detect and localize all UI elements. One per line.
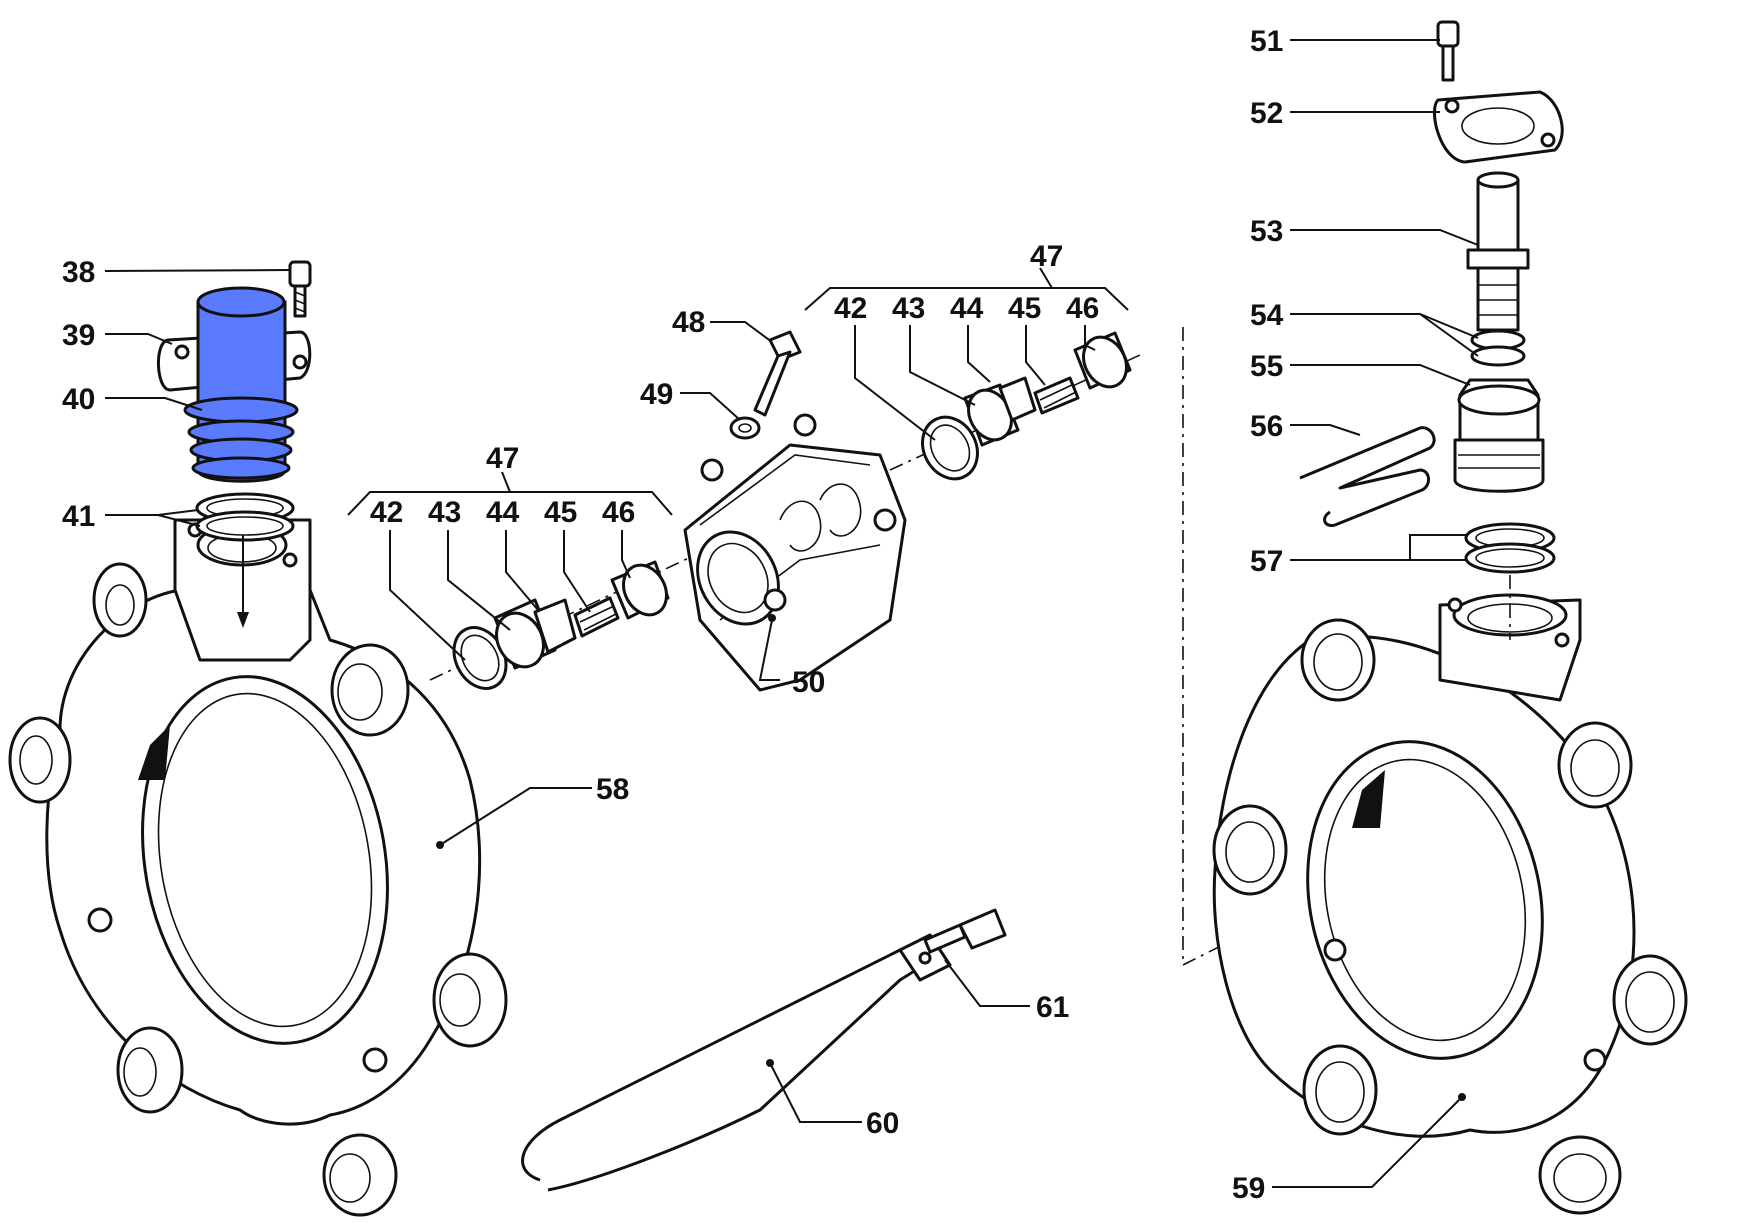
o-rings-54 [1470,329,1526,367]
callout-56: 56 [1250,410,1283,443]
callout-53: 53 [1250,215,1283,248]
callout-61: 61 [1036,991,1069,1024]
callout-47-right: 47 [1030,240,1063,273]
bracket-60 [521,933,952,1192]
callout-49: 49 [640,378,673,411]
callout-41: 41 [62,500,95,533]
housing-58 [8,518,508,1217]
callout-51: 51 [1250,25,1283,58]
o-ring-41 [195,492,295,542]
housing-59 [1212,593,1688,1215]
callout-58: 58 [596,773,629,806]
callout-60: 60 [866,1107,899,1140]
callout-55: 55 [1250,350,1283,383]
callout-43-right: 43 [892,292,925,325]
callout-48: 48 [672,306,705,339]
callout-46-right: 46 [1066,292,1099,325]
clip-56 [1299,426,1436,528]
callout-44-left: 44 [486,496,520,529]
callout-46-left: 46 [602,496,635,529]
callout-59: 59 [1232,1172,1265,1205]
flange-52 [1433,90,1564,164]
callout-45-right: 45 [1008,292,1041,325]
valve-stack-left [452,560,670,690]
callout-50: 50 [792,666,825,699]
leader-lines [104,39,1479,1188]
callout-57: 57 [1250,545,1283,578]
screw-51 [1436,20,1460,82]
callout-38: 38 [62,256,95,289]
valve-stack-right [921,331,1132,481]
washer-49 [729,416,761,440]
callout-54: 54 [1250,299,1284,332]
callout-44-right: 44 [950,292,984,325]
callout-42-left: 42 [370,496,403,529]
o-rings-57 [1464,522,1556,574]
callout-43-left: 43 [428,496,461,529]
screw-48 [753,330,802,417]
callout-52: 52 [1250,97,1283,130]
callout-42-right: 42 [834,292,867,325]
screw-38 [288,260,312,318]
callout-labels: 38 39 40 41 47 42 43 44 45 46 48 49 50 4… [62,25,1284,1205]
adapter-55 [1453,378,1545,493]
flange-fitting-39-40 [156,286,312,483]
hose-nipple-53 [1466,171,1530,332]
callout-39: 39 [62,319,95,352]
screw-61 [923,908,1007,954]
callout-47-left: 47 [486,442,519,475]
callout-45-left: 45 [544,496,577,529]
callout-40: 40 [62,383,95,416]
valve-body-50 [683,413,907,692]
